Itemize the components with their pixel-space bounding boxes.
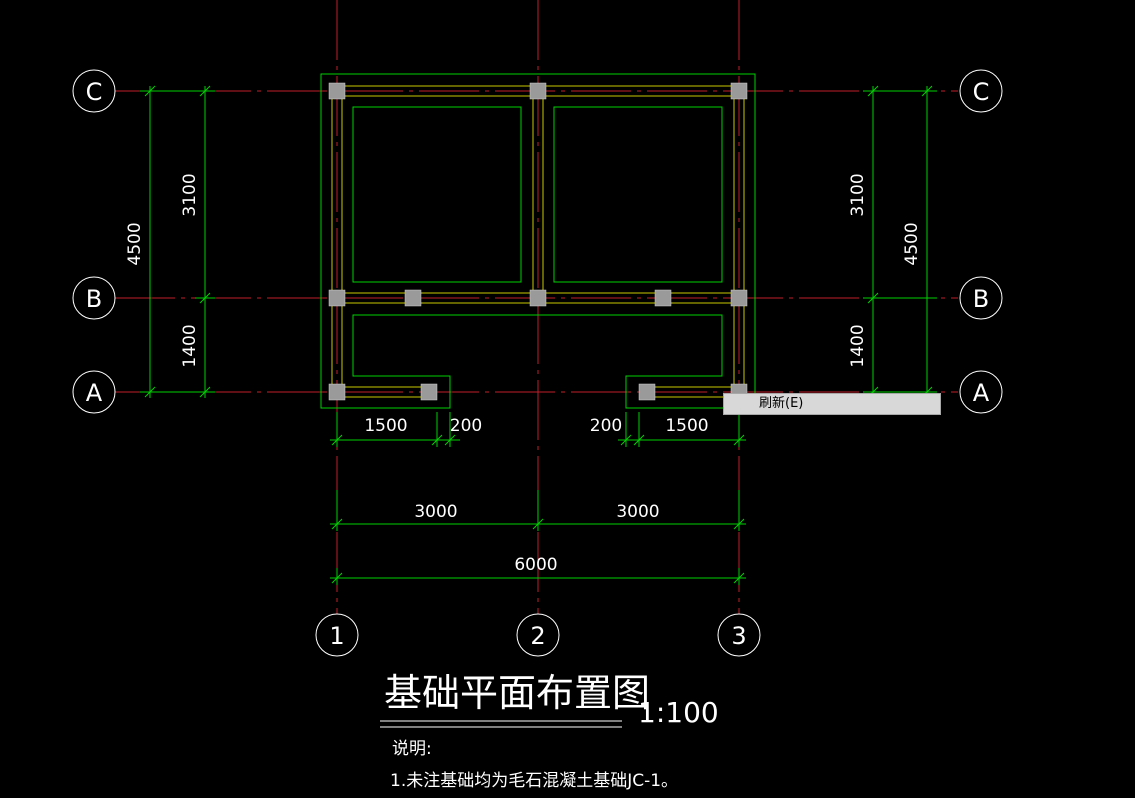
axis-label-a-left: A — [86, 379, 103, 407]
notes-item-1: 1.未注基础均为毛石混凝土基础JC-1。 — [390, 771, 678, 791]
axis-bubble-a-left — [72, 370, 116, 414]
axis-label-1: 1 — [329, 622, 344, 650]
dim-right-lower: 1400 — [848, 324, 868, 367]
column-c3 — [730, 82, 748, 100]
columns — [328, 82, 748, 401]
column-a-right-end — [638, 383, 656, 401]
dim-left-lower: 1400 — [180, 324, 200, 367]
axis-bubble-1 — [315, 613, 359, 657]
column-b2 — [529, 289, 547, 307]
column-c1 — [328, 82, 346, 100]
axis-label-c-left: C — [86, 78, 103, 106]
column-b1 — [328, 289, 346, 307]
axis-label-b-right: B — [973, 285, 989, 313]
axis-label-a-right: A — [973, 379, 990, 407]
context-menu: 刷新(E) — [723, 393, 941, 415]
dim-right-upper: 3100 — [848, 173, 868, 216]
dim-overall: 6000 — [514, 555, 557, 575]
context-menu-item-refresh[interactable]: 刷新(E) — [759, 396, 804, 411]
column-b-mid-left — [404, 289, 422, 307]
drawing-scale: 1:100 — [638, 696, 719, 729]
axis-bubble-b-right — [959, 276, 1003, 320]
axis-bubble-b-left — [72, 276, 116, 320]
dim-bay-right: 3000 — [616, 502, 659, 522]
axis-label-c-right: C — [973, 78, 990, 106]
foundation-inner-right — [553, 106, 723, 283]
axis-bubble-3 — [717, 613, 761, 657]
axis-bubble-c-right — [959, 69, 1003, 113]
column-a-left-end — [420, 383, 438, 401]
dim-left-upper: 3100 — [180, 173, 200, 216]
axis-bubble-a-right — [959, 370, 1003, 414]
foundation-inner-left — [352, 106, 522, 283]
axis-bubble-2 — [516, 613, 560, 657]
dim-bay-left: 3000 — [414, 502, 457, 522]
notes-heading: 说明: — [392, 739, 432, 759]
title-block: 基础平面布置图 1:100 说明: 1.未注基础均为毛石混凝土基础JC-1。 — [380, 671, 719, 791]
axis-bubble-c-left — [72, 69, 116, 113]
axis-label-3: 3 — [731, 622, 746, 650]
column-b3 — [730, 289, 748, 307]
dim-bottom-left-span: 1500 — [364, 416, 407, 436]
dim-right-total: 4500 — [902, 222, 922, 265]
dimension-lines — [140, 85, 937, 585]
axis-label-2: 2 — [530, 622, 545, 650]
column-c2 — [529, 82, 547, 100]
dim-bottom-right-small: 200 — [590, 416, 622, 436]
dim-bottom-right-span: 1500 — [665, 416, 708, 436]
dim-bottom-left-small: 200 — [450, 416, 482, 436]
axis-label-b-left: B — [86, 285, 102, 313]
drawing-title: 基础平面布置图 — [384, 671, 650, 715]
column-a1 — [328, 383, 346, 401]
column-b-mid-right — [654, 289, 672, 307]
axis-bubbles — [72, 69, 1003, 657]
dim-left-total: 4500 — [125, 222, 145, 265]
